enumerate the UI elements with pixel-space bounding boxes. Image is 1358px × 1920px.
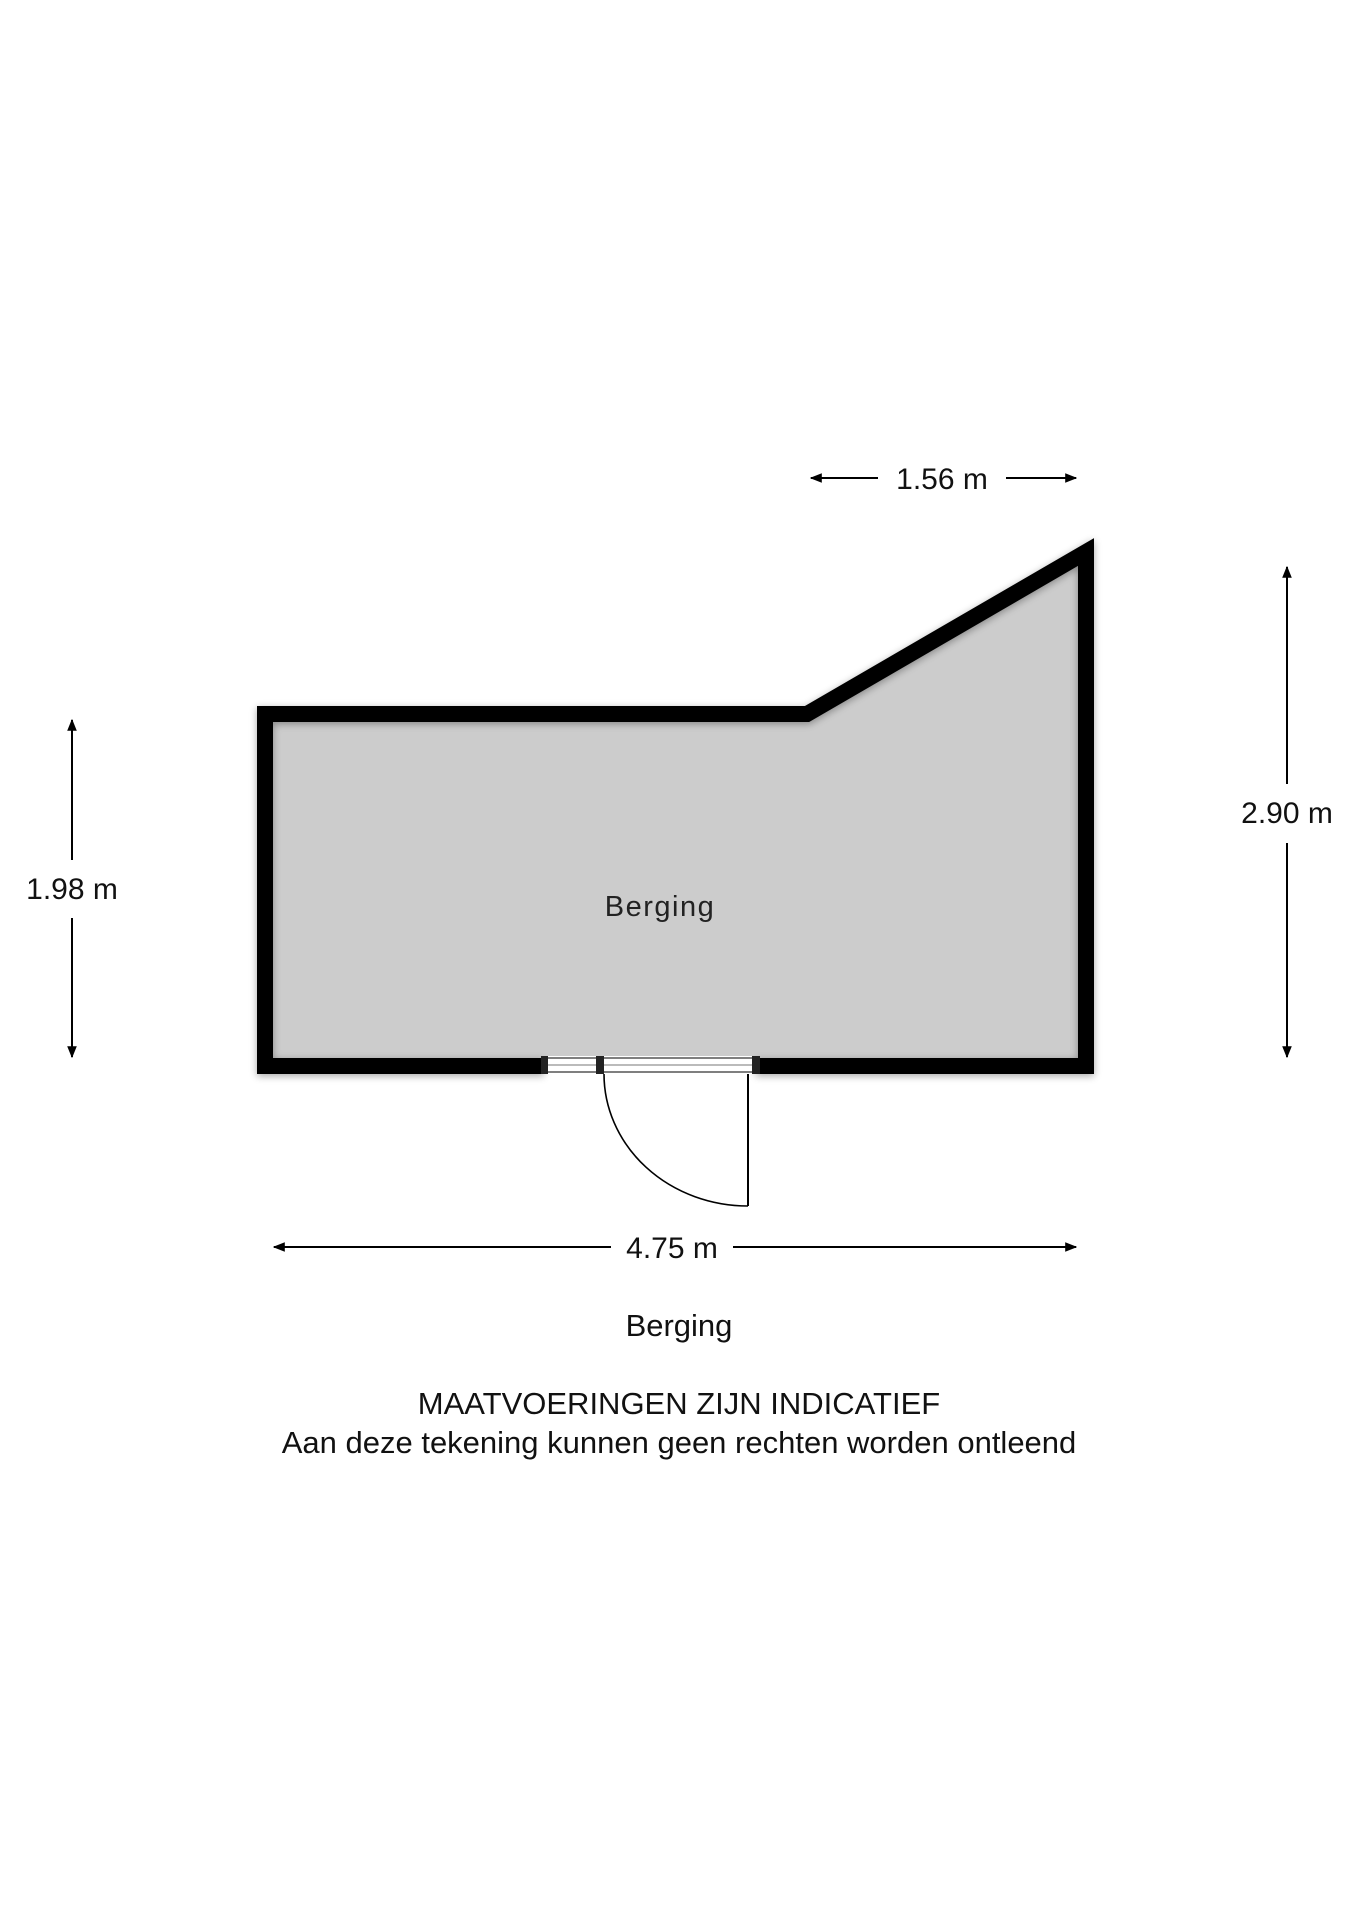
door-swing-arc [603, 1073, 749, 1207]
dimension-top-label: 1.56 m [896, 463, 988, 496]
dimension-bottom: 4.75 m [272, 1232, 1078, 1265]
door-frame-left [541, 1056, 548, 1074]
dimension-bottom-label: 4.75 m [626, 1232, 718, 1265]
dimension-right-label: 2.90 m [1241, 797, 1333, 830]
plan-title: Berging [625, 1308, 733, 1343]
door-mullion [596, 1056, 604, 1074]
walls [257, 538, 1094, 1074]
disclaimer-heading: MAATVOERINGEN ZIJN INDICATIEF [417, 1386, 941, 1421]
dimension-left: 1.98 m [26, 718, 118, 1059]
dimension-right: 2.90 m [1241, 565, 1333, 1059]
disclaimer-text: Aan deze tekening kunnen geen rechten wo… [281, 1425, 1077, 1460]
wall-outline [257, 538, 1094, 1074]
dimension-left-label: 1.98 m [26, 873, 118, 906]
room-floor-berging [267, 554, 1086, 1060]
door-opening [541, 1056, 760, 1074]
room-label: Berging [605, 891, 715, 923]
dimension-top: 1.56 m [809, 463, 1078, 496]
door-frame-right [752, 1056, 760, 1074]
